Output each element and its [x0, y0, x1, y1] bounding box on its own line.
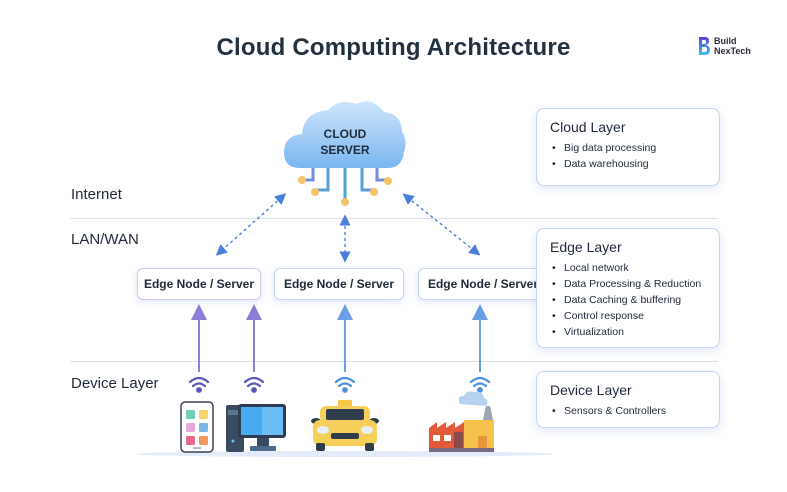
card-title: Cloud Layer: [550, 119, 626, 135]
edge-node-label: Edge Node / Server: [283, 277, 395, 291]
edge-node-1[interactable]: Edge Node / Server: [137, 268, 261, 300]
edge-node-3[interactable]: Edge Node / Server: [418, 268, 548, 300]
logo-line1: Build: [714, 36, 737, 46]
card-list: Big data processing Data warehousing: [550, 140, 706, 172]
card-list: Local network Data Processing & Reductio…: [550, 260, 706, 340]
card-item: Data Caching & buffering: [550, 292, 706, 308]
factory-icon: [429, 391, 494, 452]
brand-logo: Build NexTech: [697, 36, 751, 56]
cloud-edge3-link: [402, 193, 481, 256]
edge-layer-card: Edge Layer Local network Data Processing…: [536, 228, 720, 348]
edge-node-label: Edge Node / Server: [143, 277, 255, 291]
layer-label-internet: Internet: [71, 186, 122, 203]
card-list: Sensors & Controllers: [550, 403, 706, 419]
cloud-server-label: CLOUD SERVER: [305, 126, 385, 158]
internet-lan-divider: [70, 218, 718, 219]
cloud-label-line1: CLOUD: [323, 127, 367, 141]
card-title: Device Layer: [550, 382, 632, 398]
taxi-icon: [311, 400, 379, 451]
cloud-label-line2: SERVER: [320, 143, 370, 157]
layer-label-device: Device Layer: [71, 375, 159, 392]
page-title: Cloud Computing Architecture: [216, 34, 571, 61]
card-item: Local network: [550, 260, 706, 276]
card-item: Control response: [550, 308, 706, 324]
circuit-node-dots: [298, 176, 392, 206]
cloud-layer-card: Cloud Layer Big data processing Data war…: [536, 108, 720, 186]
build-nextech-logo-icon: [699, 37, 710, 55]
card-item: Virtualization: [550, 324, 706, 340]
logo-line2: NexTech: [714, 46, 751, 56]
card-item: Data Processing & Reduction: [550, 276, 706, 292]
wifi-icon: [188, 376, 210, 393]
ground-shadow: [135, 451, 555, 457]
card-item: Sensors & Controllers: [550, 403, 706, 419]
wifi-icon: [469, 376, 491, 393]
lan-device-divider: [70, 361, 718, 362]
cloud-icon: [284, 101, 406, 168]
wifi-icon: [334, 376, 356, 393]
card-title: Edge Layer: [550, 239, 622, 255]
edge-node-2[interactable]: Edge Node / Server: [274, 268, 404, 300]
layer-label-lan-wan: LAN/WAN: [71, 231, 139, 248]
desktop-computer-icon: [226, 404, 286, 452]
edge-node-label: Edge Node / Server: [427, 277, 539, 291]
card-item: Data warehousing: [550, 156, 706, 172]
card-item: Big data processing: [550, 140, 706, 156]
cloud-circuit-lines: [305, 168, 386, 200]
cloud-edge1-link: [215, 193, 287, 256]
smartphone-icon: [180, 401, 214, 453]
wifi-icon: [243, 376, 265, 393]
device-layer-card: Device Layer Sensors & Controllers: [536, 371, 720, 428]
